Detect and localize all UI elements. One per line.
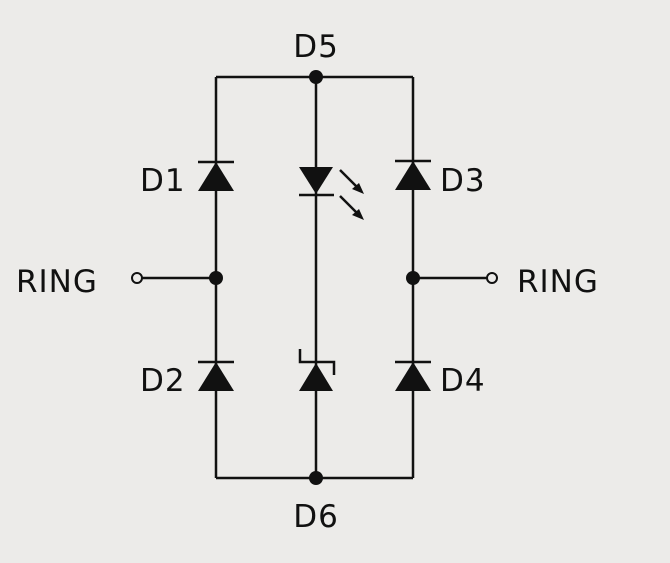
junction-dots xyxy=(209,70,420,485)
label-d2: D2 xyxy=(140,363,186,399)
diode-d2 xyxy=(198,360,234,391)
label-d5: D5 xyxy=(293,29,339,65)
wires xyxy=(141,75,488,480)
label-d4: D4 xyxy=(440,363,486,399)
label-ring-left: RING xyxy=(16,264,98,300)
label-d1: D1 xyxy=(140,163,186,199)
diode-d1 xyxy=(198,160,234,191)
label-d6: D6 xyxy=(293,499,339,535)
left-terminal xyxy=(131,272,143,284)
diode-d3 xyxy=(395,159,431,190)
zener-diode xyxy=(298,349,336,391)
label-ring-right: RING xyxy=(517,264,599,300)
diode-d4 xyxy=(395,360,431,391)
led xyxy=(299,167,364,220)
label-d3: D3 xyxy=(440,163,486,199)
right-terminal xyxy=(486,272,498,284)
